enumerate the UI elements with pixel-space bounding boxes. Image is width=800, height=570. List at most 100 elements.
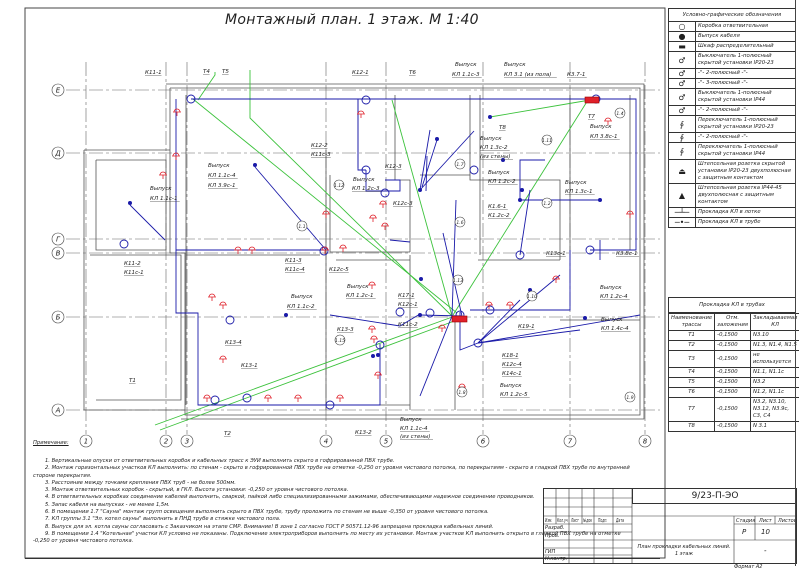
pipe-routes-table: Прокладка КЛ в трубах Наименование трасс… bbox=[668, 297, 800, 432]
room-number-bubble bbox=[541, 134, 553, 146]
note-item: 1. Вертикальные опуски от ответвительных… bbox=[45, 458, 395, 464]
plan-label: Выпуск bbox=[150, 186, 172, 192]
room-number-bubble bbox=[454, 158, 466, 170]
notes-heading: Примечание: bbox=[33, 440, 69, 446]
cable-outlet-icon bbox=[418, 188, 422, 192]
axis-label-col: 7 bbox=[568, 438, 573, 446]
socket-icon bbox=[208, 293, 216, 301]
legend-item-text: Прокладка КЛ в трубе bbox=[698, 219, 761, 225]
cable-tray-route bbox=[192, 98, 458, 314]
stamp-role: Пров. bbox=[545, 533, 560, 539]
axis-label-row: В bbox=[56, 250, 61, 258]
legend-item-text: Шкаф распределительный bbox=[698, 43, 774, 49]
room-number: 1.13 bbox=[453, 278, 463, 284]
cable-line bbox=[425, 155, 428, 192]
room-number-bubble bbox=[454, 216, 466, 228]
axis-label-row: Г bbox=[56, 236, 61, 244]
socket-glyph bbox=[506, 301, 514, 309]
legend-item-text: -"- 2-полюсный -"- bbox=[698, 134, 748, 140]
socket-glyph bbox=[173, 108, 181, 116]
junction-box-icon: ○ bbox=[669, 22, 696, 31]
cable-line bbox=[197, 340, 330, 406]
socket-icon bbox=[369, 214, 377, 222]
room-number: 1.9 bbox=[626, 395, 633, 401]
plan-label: КЛ 1.2с-3 bbox=[352, 186, 380, 192]
legend: Условно-графические обозначения ○Коробка… bbox=[668, 8, 796, 228]
cable-line bbox=[419, 130, 475, 191]
plan-label: КЛ 1.1с-1 bbox=[150, 196, 178, 202]
junction-box-icon bbox=[186, 94, 196, 104]
legend-item-text: -"- 3-полюсный -"- bbox=[698, 80, 748, 86]
plan-label: К13с-1 bbox=[546, 251, 566, 257]
plan-label: К12с-5 bbox=[329, 267, 349, 273]
legend-item: ♂Выключатель 1-полюсный скрытой установк… bbox=[669, 89, 795, 106]
changeover-switch-ip44-icon: ∮ bbox=[669, 143, 696, 159]
axis-label-col: 8 bbox=[643, 438, 648, 446]
plan-label: Выпуск bbox=[208, 163, 230, 169]
sheets-value: - bbox=[764, 547, 767, 555]
socket-icon bbox=[219, 301, 227, 309]
cable-line bbox=[477, 299, 521, 344]
plan-label: КЛ 1.3с-2 bbox=[480, 145, 508, 151]
paper-format: Формат А2 bbox=[734, 564, 763, 570]
document-code: 9/23-П-ЭО bbox=[632, 489, 797, 504]
axis-label-col: 5 bbox=[384, 438, 389, 446]
table-cell: Т8 bbox=[669, 421, 716, 431]
socket-glyph bbox=[485, 301, 493, 309]
cable-tray-route bbox=[249, 70, 453, 317]
cable-line bbox=[329, 313, 421, 327]
socket-icon bbox=[321, 246, 329, 254]
legend-item: ∮Переключатель 1-полюсный скрытой устано… bbox=[669, 116, 795, 133]
cable-outlet-icon bbox=[128, 201, 132, 205]
socket-icon bbox=[506, 301, 514, 309]
axis-label-col: 2 bbox=[164, 438, 169, 446]
sheet-value: 10 bbox=[761, 528, 770, 536]
plan-label: КЛ 1.2с-4 bbox=[600, 294, 628, 300]
axis-bubble bbox=[51, 403, 65, 417]
table-cell: -0,1500 bbox=[714, 330, 751, 341]
cable-line bbox=[330, 344, 381, 406]
sheets-header: Листов bbox=[778, 518, 797, 524]
plan-label: К1.6-1 bbox=[488, 204, 506, 210]
wall bbox=[469, 95, 561, 260]
stamp-role: Н.контр. bbox=[545, 556, 568, 562]
frame-border bbox=[795, 0, 796, 566]
plan-label: Выпуск bbox=[500, 383, 522, 389]
cable-outlet-icon bbox=[418, 313, 422, 317]
cable-line bbox=[459, 312, 479, 351]
legend-item-text: Прокладка КЛ в лотке bbox=[698, 209, 761, 215]
changeover-switch-2pole-icon: ∮ bbox=[669, 133, 696, 142]
plan-label: Выпуск bbox=[601, 317, 623, 323]
room-number: 1.1 bbox=[298, 224, 305, 230]
note-item: 5. Запас кабеля на выпусках - не менее 1… bbox=[45, 501, 170, 508]
plan-label: Выпуск bbox=[488, 170, 510, 176]
cable-line bbox=[477, 329, 581, 344]
table-cell: -0,1500 bbox=[714, 377, 751, 388]
plan-label: КЛ 1.1с-2 bbox=[287, 304, 315, 310]
socket-icon bbox=[294, 394, 302, 402]
table-cell: N1.3, N1.4, N1.5 bbox=[749, 340, 800, 351]
room-number-bubble bbox=[614, 107, 626, 119]
junction-box-icon bbox=[380, 188, 390, 198]
tray-route-icon: ─┴─ bbox=[669, 208, 696, 217]
socket-glyph bbox=[203, 394, 211, 402]
socket-glyph bbox=[604, 117, 612, 125]
legend-item: ♂-"- 3-полюсный -"- bbox=[669, 79, 795, 89]
note-item: 3. Расстояние между точками крепления ПВ… bbox=[45, 479, 236, 486]
junction-box-icon bbox=[361, 165, 371, 175]
plan-label: К19-1 bbox=[518, 324, 535, 330]
junction-box-icon bbox=[395, 307, 405, 317]
plan-label: Т8 bbox=[499, 125, 506, 131]
socket-icon bbox=[336, 394, 344, 402]
cable-tray-route bbox=[154, 315, 456, 426]
axis-bubble bbox=[159, 434, 173, 448]
socket-ip44-icon: ▲ bbox=[669, 184, 696, 207]
cable-outlet-icon bbox=[520, 188, 524, 192]
socket-icon bbox=[379, 200, 387, 208]
legend-item: ●Выпуск кабеля bbox=[669, 32, 795, 42]
junction-box-icon bbox=[225, 315, 235, 325]
plan-label: КЛ 3.1 (из пола) bbox=[504, 72, 551, 78]
